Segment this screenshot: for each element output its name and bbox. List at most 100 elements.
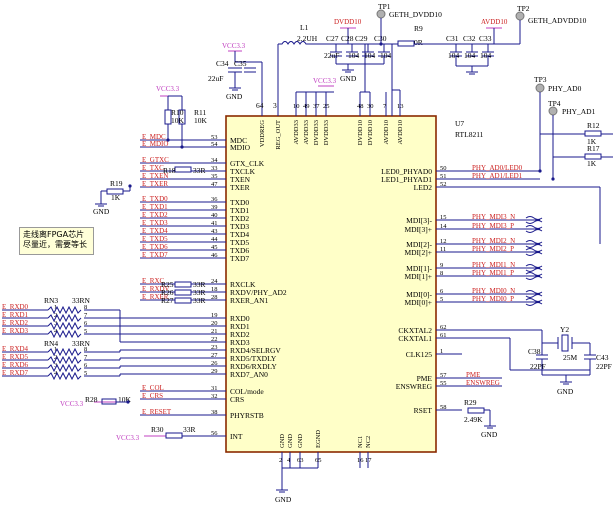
svg-text:GETH_DVDD10: GETH_DVDD10: [389, 10, 442, 19]
r10-value: 10K: [171, 116, 185, 125]
pin-number: 32: [211, 393, 218, 400]
svg-text:TP3: TP3: [534, 75, 547, 84]
svg-text:22PF: 22PF: [596, 362, 612, 371]
pin-name: MDI[1]+: [404, 272, 432, 281]
net-label: E_TXD7: [142, 251, 168, 259]
svg-text:4: 4: [54, 328, 58, 335]
svg-text:GETH_ADVDD10: GETH_ADVDD10: [528, 16, 587, 25]
routing-note: 走线离FPGA芯片尽量近，需要等长: [19, 227, 94, 255]
pin-number: 45: [211, 244, 218, 251]
net-label: PHY_MDI1_P: [472, 269, 514, 277]
pin-number: 36: [211, 196, 218, 203]
svg-text:104: 104: [380, 51, 392, 60]
svg-text:25M: 25M: [563, 353, 578, 362]
rn4-value: 33RN: [72, 339, 91, 348]
svg-text:GND: GND: [557, 387, 574, 396]
pin-name: MDI[0]-: [406, 290, 432, 299]
svg-text:PHY_AD1: PHY_AD1: [562, 107, 596, 116]
pin-name: RXD5/TXDLY: [230, 354, 277, 363]
svg-text:33R: 33R: [193, 280, 206, 289]
svg-text:33R: 33R: [193, 288, 206, 297]
pin-name: DVDD10: [367, 120, 374, 145]
pin-number: 50: [440, 165, 447, 172]
net-label: E_RXD7: [2, 369, 29, 377]
pin-name: TXEN: [230, 175, 251, 184]
pin-number: 34: [211, 157, 218, 164]
pin-number: 62: [440, 324, 447, 331]
svg-text:1: 1: [54, 304, 57, 311]
pin-name: RXCLK: [230, 280, 256, 289]
svg-text:L1: L1: [300, 23, 309, 32]
r25-resistor: R25 33R: [161, 280, 206, 289]
svg-text:6: 6: [84, 362, 88, 369]
pin-name: CLK125: [406, 350, 433, 359]
pin-number: 44: [211, 236, 218, 243]
svg-text:0R: 0R: [414, 38, 423, 47]
u7-part: RTL8211: [455, 130, 484, 139]
pin-number: 51: [440, 173, 447, 180]
svg-text:PME: PME: [466, 371, 480, 379]
pin-number: 24: [211, 278, 218, 285]
net-label: E_RXD4: [2, 345, 29, 353]
pin-number: 48: [357, 103, 364, 110]
tp3-icon: [535, 83, 545, 93]
pin-number: 28: [211, 294, 218, 301]
net-label: PHY_MDI0_P: [472, 295, 514, 303]
pin-number: 22: [211, 336, 218, 343]
pin-name: MDI[1]-: [406, 264, 432, 273]
pin-name: VDDREG: [259, 120, 266, 147]
svg-text:Y2: Y2: [560, 325, 569, 334]
svg-text:ENSWREG: ENSWREG: [466, 379, 500, 387]
pin-name: LED0_PHYAD0: [381, 167, 432, 176]
net-label: E_MDIO: [142, 140, 168, 148]
pin-name: RXD6/RXDLY: [230, 362, 277, 371]
net-label: E_RXD1: [2, 311, 29, 319]
pin-number: 63: [297, 457, 304, 464]
net-label: E_RXD2: [2, 319, 29, 327]
pin-number: 26: [211, 360, 218, 367]
pin-name: RXD4/SELRGV: [230, 346, 281, 355]
pin-name: MDI[3]-: [406, 216, 432, 225]
svg-text:TP1: TP1: [378, 2, 391, 11]
pin-name: TXCLK: [230, 167, 256, 176]
pin-number: 2: [279, 457, 282, 464]
pin-name: RXD3: [230, 338, 250, 347]
pin-name: PHYRSTB: [230, 411, 264, 420]
pin-name: EGND: [315, 430, 322, 448]
pin-name: AVDD10: [383, 120, 390, 144]
pin-name: NC1: [357, 436, 364, 448]
svg-text:R12: R12: [587, 121, 600, 130]
svg-text:R9: R9: [414, 24, 423, 33]
svg-text:GND: GND: [340, 74, 357, 83]
tp1-icon: [376, 9, 386, 19]
net-label: E_TXD4: [142, 227, 168, 235]
avdd10-network: TP1 GETH_DVDD10 R9 0R AVDD10 TP2 GETH_AD…: [376, 2, 587, 116]
phy-ad-network: TP3 PHY_AD0 TP4 PHY_AD1 R12 1K R17 1K: [436, 75, 613, 244]
pin-number: 11: [440, 246, 446, 253]
svg-text:64: 64: [256, 101, 264, 110]
svg-text:2.2UH: 2.2UH: [297, 34, 318, 43]
pin-number: 61: [440, 332, 447, 339]
rn3-value: 33RN: [72, 296, 91, 305]
net-label: PHY_MDI3_P: [472, 222, 514, 230]
pin-number: 37: [313, 103, 320, 110]
